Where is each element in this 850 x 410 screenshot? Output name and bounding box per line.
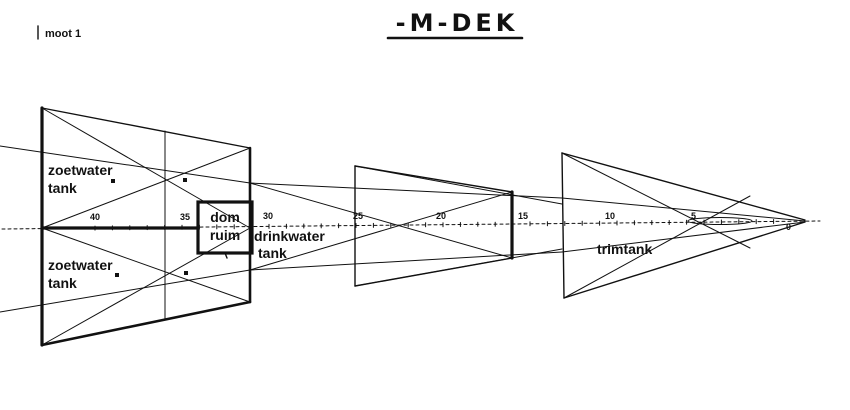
diagonal-line xyxy=(249,191,513,271)
marker-dot xyxy=(111,179,115,183)
dom-ruim-mark xyxy=(224,252,228,259)
scale-label: 40 xyxy=(90,212,100,222)
diagonal-line xyxy=(41,227,251,303)
trimtank-label: trimtank xyxy=(597,241,652,257)
tank-outline-top xyxy=(41,107,251,149)
construction-line xyxy=(354,165,563,205)
scale-label: 20 xyxy=(436,211,446,221)
scale-label: 35 xyxy=(180,212,190,222)
tank-outline-top xyxy=(561,152,806,221)
page-title: -M-DEK xyxy=(396,9,519,37)
sheet-header: moot 1 -M-DEK xyxy=(37,9,524,40)
tank-outline-left xyxy=(561,152,565,299)
sheet-label: moot 1 xyxy=(45,28,81,40)
scale-label: 25 xyxy=(353,211,363,221)
dom-ruim-compartment xyxy=(196,200,254,259)
construction-line xyxy=(249,182,563,199)
diagonal-line xyxy=(41,147,251,229)
tank-outline-bottom xyxy=(563,221,806,299)
scale-label: 5 xyxy=(691,211,696,221)
marker-dot xyxy=(115,273,119,277)
zoetwater-tank-block xyxy=(0,106,252,347)
construction-line xyxy=(0,269,251,313)
shaft-outline xyxy=(687,217,753,225)
drinkwater-label-line2: tank xyxy=(258,245,287,261)
diagonal-line xyxy=(249,182,513,259)
marker-dot xyxy=(184,271,188,275)
dom-ruim-label-line2: ruim xyxy=(210,227,240,243)
centerline xyxy=(1,220,821,230)
construction-line xyxy=(561,221,806,253)
frame-scale: 40 35 30 25 20 15 10 5 0 xyxy=(90,211,791,232)
scale-label: 0 xyxy=(786,222,791,232)
scale-label: 15 xyxy=(518,211,528,221)
scale-label: 30 xyxy=(263,211,273,221)
tank-outline-bottom xyxy=(40,300,252,347)
zoetwater-upper-label-line2: tank xyxy=(48,180,77,196)
drinkwater-tank-block xyxy=(249,182,563,271)
compartment-labels: zoetwater tank zoetwater tank dom ruim d… xyxy=(48,162,652,291)
zoetwater-lower-label-line1: zoetwater xyxy=(48,257,113,273)
construction-line xyxy=(249,251,563,271)
construction-line xyxy=(561,197,806,222)
trimtank-block xyxy=(561,152,806,299)
construction-line xyxy=(354,248,563,287)
zoetwater-lower-label-line2: tank xyxy=(48,275,77,291)
diagonal-line xyxy=(563,195,751,299)
drinkwater-label-line1: drinkwater xyxy=(254,228,325,244)
scale-label: 10 xyxy=(605,211,615,221)
marker-dot xyxy=(183,178,187,182)
zoetwater-upper-label-line1: zoetwater xyxy=(48,162,113,178)
construction-line xyxy=(0,145,251,184)
dom-ruim-label-line1: dom xyxy=(210,209,240,225)
middle-tank-block xyxy=(354,165,563,287)
diagonal-line xyxy=(41,227,251,346)
